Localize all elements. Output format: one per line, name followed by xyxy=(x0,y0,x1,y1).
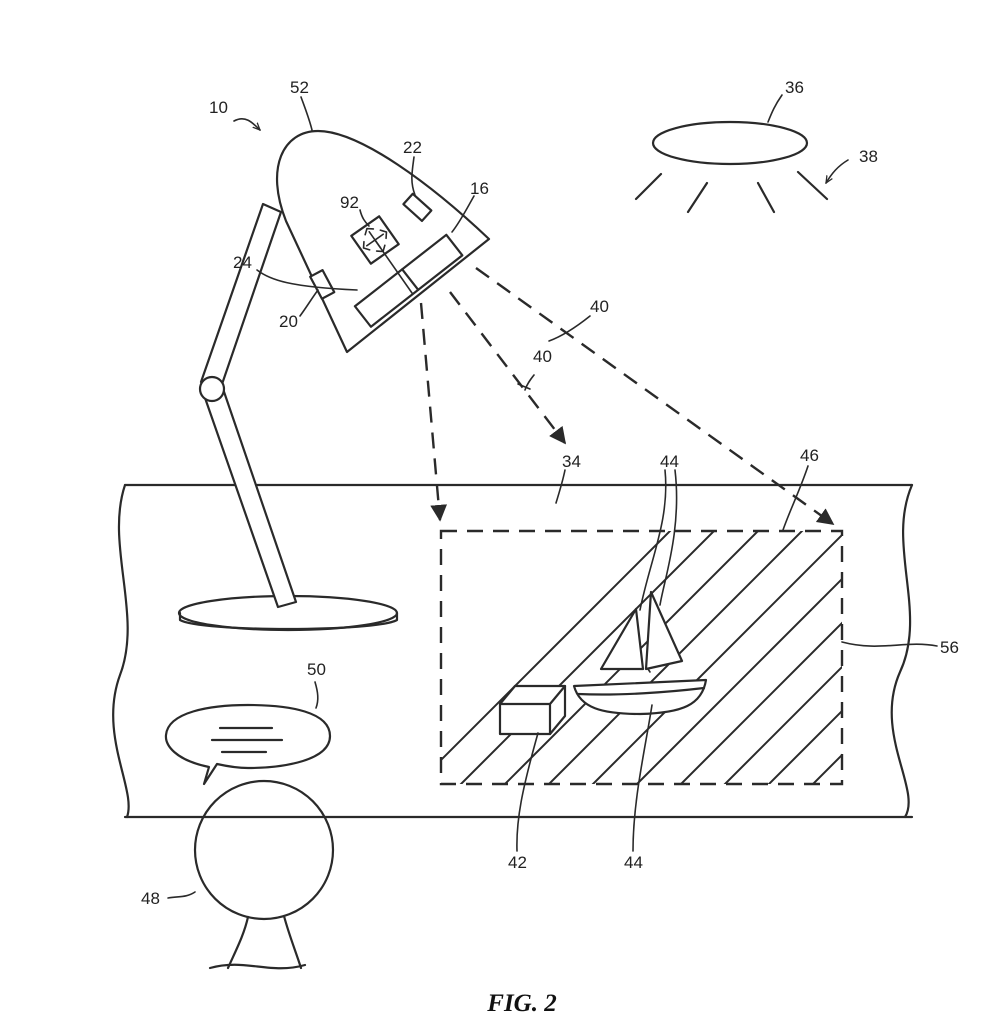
label-region-boundary: 56 xyxy=(940,638,959,657)
speech-bubble xyxy=(164,703,332,786)
label-sensor-20: 20 xyxy=(279,312,298,331)
lamp-device xyxy=(177,129,491,632)
leader-lines xyxy=(167,94,938,899)
label-object-box: 42 xyxy=(508,853,527,872)
user-figure xyxy=(193,779,335,970)
label-beam-b: 40 xyxy=(533,347,552,366)
light-beams xyxy=(419,267,835,525)
hatch-line xyxy=(679,621,842,784)
label-speech-bubble: 50 xyxy=(307,660,326,679)
hatch-line xyxy=(723,665,842,784)
hatch-line xyxy=(635,577,842,784)
hatch-line xyxy=(459,531,716,784)
label-objects-top: 44 xyxy=(660,452,679,471)
label-component-24: 24 xyxy=(233,253,252,272)
hatch-line xyxy=(591,533,842,784)
box-object xyxy=(498,684,567,736)
reference-labels: 10 52 22 16 92 24 20 36 38 40 40 34 44 4… xyxy=(141,78,959,908)
label-sensor-22: 22 xyxy=(403,138,422,157)
projector-assembly xyxy=(353,233,464,328)
label-projector-16: 16 xyxy=(470,179,489,198)
sensor-22 xyxy=(402,192,433,223)
label-beam-a: 40 xyxy=(590,297,609,316)
figure-caption: FIG. 2 xyxy=(486,990,556,1017)
label-surface: 34 xyxy=(562,452,581,471)
hatch-line xyxy=(841,510,1003,800)
boat-object xyxy=(572,590,708,716)
label-device: 10 xyxy=(209,98,228,117)
label-projection-area: 46 xyxy=(800,446,819,465)
hatch-line xyxy=(973,510,1003,800)
hatch-line xyxy=(811,753,842,784)
label-object-boat: 44 xyxy=(624,853,643,872)
ambient-light-source xyxy=(634,120,829,214)
label-user: 48 xyxy=(141,889,160,908)
projection-region xyxy=(439,510,1003,800)
hatch-line xyxy=(767,709,842,784)
hatch-pattern xyxy=(441,510,1003,800)
label-housing: 52 xyxy=(290,78,309,97)
hatch-line xyxy=(441,531,672,762)
label-light-source: 36 xyxy=(785,78,804,97)
label-component-92: 92 xyxy=(340,193,359,212)
label-ambient-light: 38 xyxy=(859,147,878,166)
